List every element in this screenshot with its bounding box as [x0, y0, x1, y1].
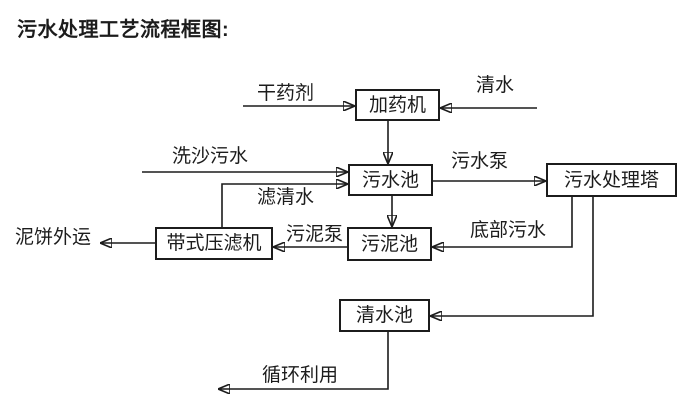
node-treatment-tower: 污水处理塔 — [546, 163, 677, 197]
node-dosing-machine: 加药机 — [355, 89, 440, 121]
arrow-filtered-water-to-sewage-pool — [221, 184, 347, 227]
flow-label-sand-washing-sewage: 洗沙污水 — [172, 146, 249, 167]
flow-label-clear-water: 清水 — [476, 75, 515, 96]
node-belt-filter-press: 带式压滤机 — [155, 227, 273, 260]
arrow-tower-to-clear-pool — [431, 197, 594, 316]
flow-label-recycle-use: 循环利用 — [262, 365, 339, 386]
flow-label-dry-chemical: 干药剂 — [257, 83, 315, 104]
flow-label-bottom-sewage: 底部污水 — [470, 220, 547, 241]
flow-label-filtered-water: 滤清水 — [257, 187, 315, 208]
node-sludge-pool: 污泥池 — [347, 227, 432, 261]
page-title: 污水处理工艺流程框图: — [17, 19, 230, 41]
arrow-bottom-sewage-to-sludge-pool — [433, 197, 573, 247]
flow-label-sewage-pump: 污水泵 — [451, 151, 509, 172]
node-sewage-pool: 污水池 — [348, 164, 433, 196]
flow-label-sludge-pump: 污泥泵 — [286, 224, 344, 245]
node-clear-water-pool: 清水池 — [339, 299, 430, 332]
flow-label-mud-cake-outbound: 泥饼外运 — [15, 227, 92, 248]
arrow-clear-pool-to-recycle — [219, 332, 389, 389]
